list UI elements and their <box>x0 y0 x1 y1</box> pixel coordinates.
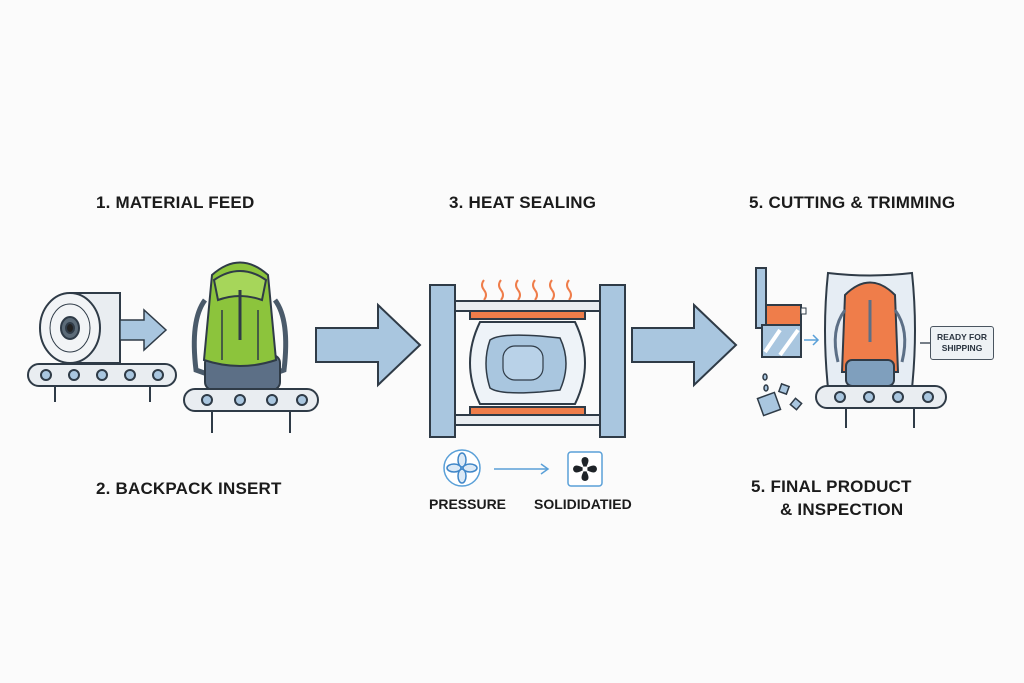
stage-label-solidified: SOLIDIDATIED <box>534 496 632 512</box>
pressure-icon <box>443 449 481 487</box>
cutter <box>755 267 807 417</box>
step-label-material-feed: 1. MATERIAL FEED <box>96 193 255 212</box>
stage-label-pressure: PRESSURE <box>429 496 507 512</box>
feed-arrow-icon <box>119 308 168 352</box>
shipping-tag-line2: SHIPPING <box>941 343 983 353</box>
stage-arrow-icon <box>494 463 550 475</box>
conveyor-belt <box>27 363 177 402</box>
conveyor-belt <box>815 385 947 428</box>
direction-arrow-icon <box>804 334 820 346</box>
process-arrow-icon <box>315 302 422 388</box>
material-roll <box>39 292 121 364</box>
step-label-final-product: 5. FINAL PRODUCT <box>751 477 912 496</box>
fan-icon <box>567 451 603 487</box>
step-label-backpack-insert: 2. BACKPACK INSERT <box>96 479 282 498</box>
conveyor-belt <box>183 388 319 433</box>
step-label-inspection: & INSPECTION <box>780 500 904 519</box>
shipping-tag-line1: READY FOR <box>937 332 987 342</box>
process-arrow-icon <box>631 302 738 388</box>
step-label-heat-sealing: 3. HEAT SEALING <box>449 193 597 212</box>
shipping-tag: READY FOR SHIPPING <box>930 326 994 360</box>
backpack-wrapped <box>824 271 916 389</box>
heat-press <box>429 279 626 438</box>
backpack-green <box>191 261 289 391</box>
step-label-cutting-trimming: 5. CUTTING & TRIMMING <box>749 193 956 212</box>
